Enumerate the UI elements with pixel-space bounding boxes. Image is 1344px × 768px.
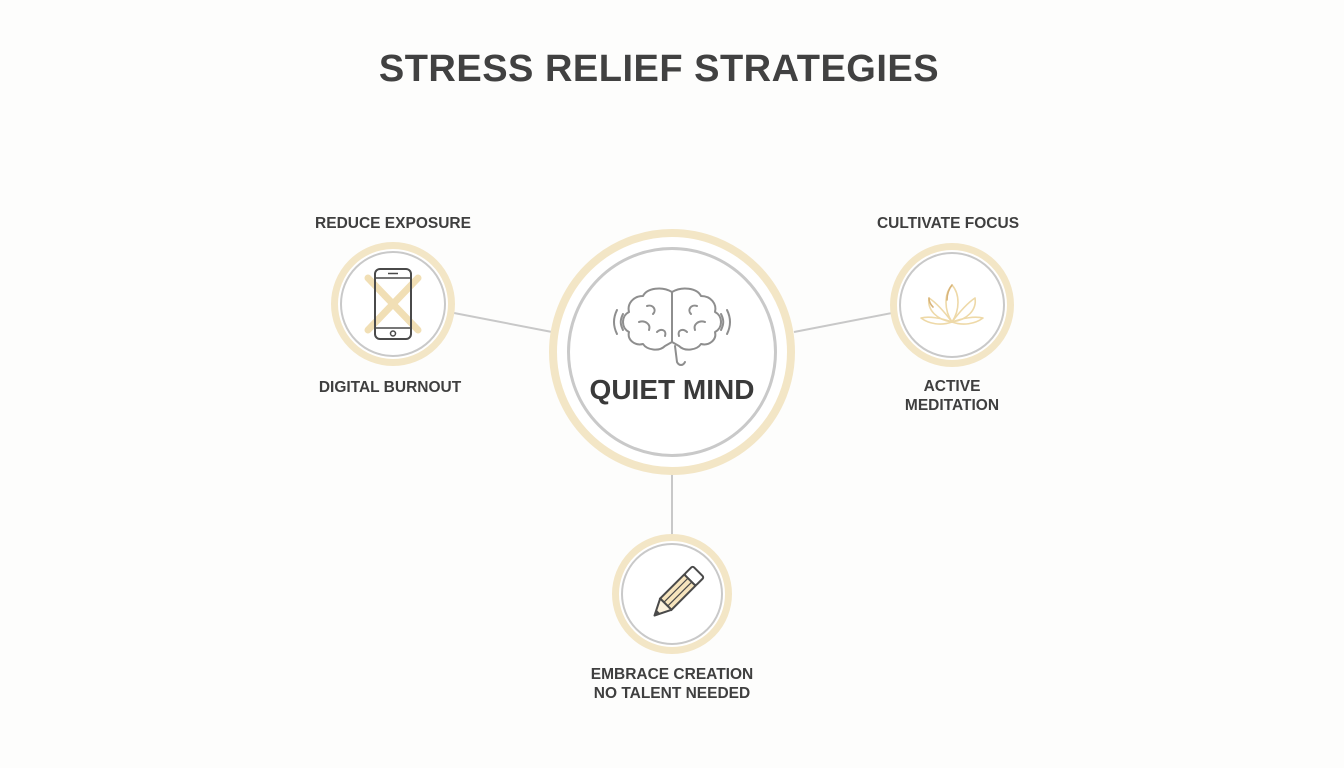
left-top-label: REDUCE EXPOSURE xyxy=(315,215,471,232)
right-top-label: CULTIVATE FOCUS xyxy=(876,215,1020,232)
bottom-label-1: EMBRACE CREATION xyxy=(590,666,754,683)
center-label: QUIET MIND xyxy=(589,374,755,405)
right-bottom-label-2: MEDITATION xyxy=(904,397,1000,414)
connector-right xyxy=(793,312,893,333)
left-bottom-label: DIGITAL BURNOUT xyxy=(318,379,462,396)
bottom-node xyxy=(612,534,732,654)
brain-icon xyxy=(613,287,731,366)
right-node xyxy=(890,243,1014,367)
pencil-icon xyxy=(653,565,705,617)
bottom-label-2: NO TALENT NEEDED xyxy=(593,685,751,702)
lotus-icon xyxy=(920,284,984,325)
right-bottom-label-1: ACTIVE xyxy=(923,378,981,395)
page-title: STRESS RELIEF STRATEGIES xyxy=(378,48,940,90)
center-node xyxy=(549,229,795,475)
connector-left xyxy=(453,312,553,333)
crossed-phone-icon xyxy=(364,268,422,340)
